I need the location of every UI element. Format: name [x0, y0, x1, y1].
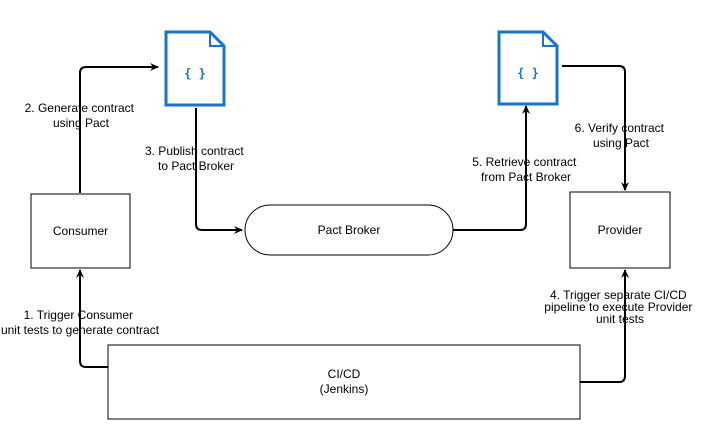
- edge-label-generate-contract: 2. Generate contract using Pact: [25, 101, 138, 130]
- provider-label: Provider: [598, 223, 643, 237]
- edge-verify-contract: [562, 65, 629, 191]
- pact-broker-label: Pact Broker: [318, 223, 381, 237]
- braces-icon: { }: [517, 66, 539, 80]
- edge-publish-contract: [195, 108, 243, 234]
- cicd-sublabel: (Jenkins): [320, 382, 369, 396]
- edge-trigger-provider: [580, 269, 629, 383]
- consumer-label: Consumer: [53, 224, 108, 238]
- consumer-node: Consumer: [30, 193, 131, 269]
- contract-page-shape: [497, 30, 559, 106]
- cicd-node: CI/CD (Jenkins): [107, 344, 581, 420]
- edge-retrieve-contract: [453, 105, 530, 231]
- contract-page-fold: [209, 32, 224, 47]
- edge-trigger-consumer: [76, 269, 108, 368]
- contract-page-fold: [542, 32, 557, 47]
- edge-label-retrieve-contract: 5. Retrieve contract from Pact Broker: [472, 155, 579, 184]
- cicd-label: CI/CD: [328, 367, 361, 381]
- edge-label-trigger-consumer: 1. Trigger Consumer unit tests to genera…: [1, 308, 160, 337]
- contract-file-icon: { }: [164, 30, 226, 107]
- contract-page-shape: [164, 30, 226, 107]
- edge-label-publish-contract: 3. Publish contract to Pact Broker: [145, 144, 247, 173]
- pact-broker-node: Pact Broker: [244, 204, 454, 256]
- braces-icon: { }: [184, 67, 206, 81]
- provider-node: Provider: [569, 191, 671, 269]
- edge-generate-contract: [79, 63, 159, 193]
- edge-label-verify-contract: 6. Verify contract using Pact: [575, 121, 668, 150]
- edge-label-trigger-provider: 4. Trigger separate CI/CD pipeline to ex…: [544, 288, 695, 326]
- contract-file-icon: { }: [497, 30, 559, 106]
